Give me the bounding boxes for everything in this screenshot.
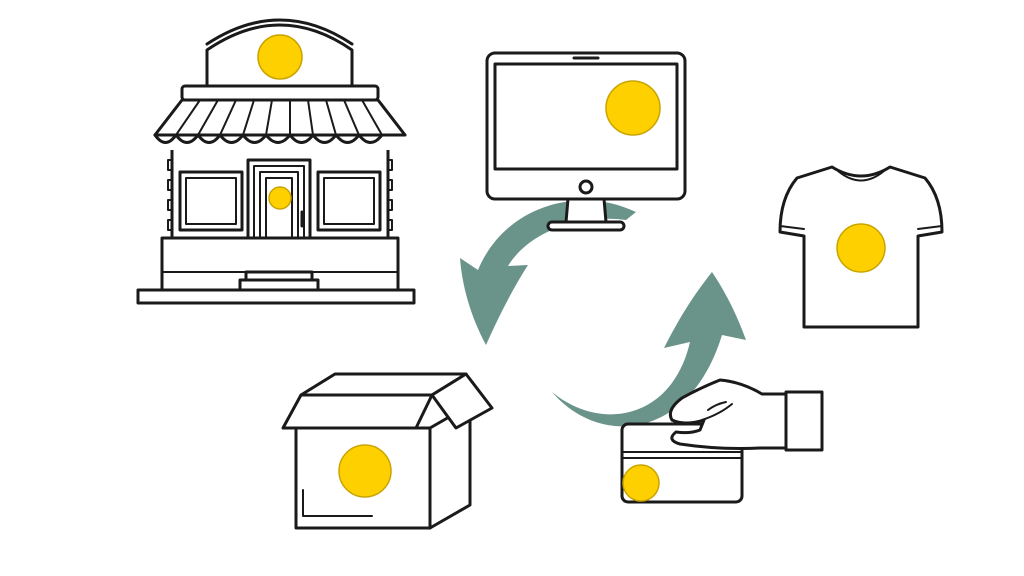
desktop-monitor-icon <box>485 51 687 232</box>
storefront-icon <box>136 18 416 305</box>
storefront-sign-dot <box>257 34 303 80</box>
open-box-icon <box>281 372 494 530</box>
storefront-door-dot <box>268 186 292 210</box>
card-dot <box>622 464 660 502</box>
curved-arrow-icon <box>460 200 636 345</box>
tshirt-dot <box>836 223 886 273</box>
curved-arrow-icon <box>552 272 746 427</box>
monitor-screen-dot <box>605 80 661 136</box>
box-dot <box>338 444 392 498</box>
